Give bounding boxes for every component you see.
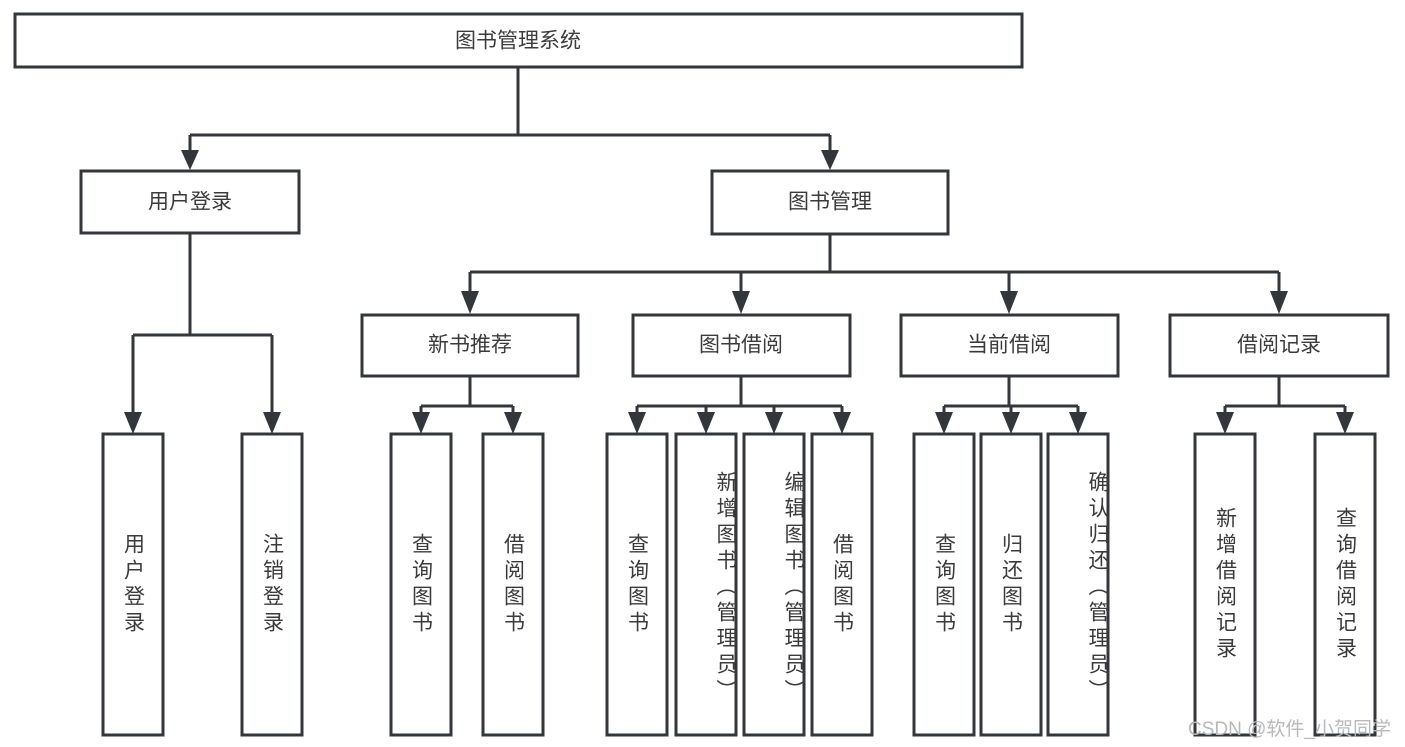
connector-group-book-management-to-level3 <box>461 234 1288 314</box>
node-book-management-label: 图书管理 <box>788 191 872 214</box>
arrow-leaf-confirm-return <box>1069 412 1087 434</box>
arrow-to-new-book-recommend <box>461 291 479 314</box>
arrow-to-current-borrow <box>1000 291 1018 314</box>
node-leaf-query-book-2[interactable] <box>605 432 669 737</box>
node-leaf-user-logout[interactable] <box>240 432 304 737</box>
arrow-leaf-edit-book <box>765 412 783 434</box>
node-leaf-user-login[interactable] <box>101 432 165 737</box>
node-leaf-add-record[interactable] <box>1193 432 1257 737</box>
connector-group-book-borrow-to-leaves <box>628 376 851 434</box>
node-borrow-record[interactable] <box>1168 313 1390 378</box>
node-new-book-recommend[interactable] <box>360 313 580 378</box>
connector-group-new-book-recommend-to-leaves <box>412 376 522 434</box>
arrow-leaf-user-logout <box>263 412 281 434</box>
node-borrow-record-label: 借阅记录 <box>1237 334 1321 357</box>
node-book-borrow[interactable] <box>631 313 852 378</box>
node-current-borrow-label: 当前借阅 <box>967 334 1051 357</box>
arrow-leaf-add-book <box>697 412 715 434</box>
connector-group-user-login-to-leaves <box>124 233 281 434</box>
arrow-to-book-borrow <box>732 291 750 314</box>
arrow-to-user-login <box>181 150 199 170</box>
arrow-leaf-return-book <box>1002 412 1020 434</box>
arrow-leaf-query-book-3 <box>935 412 953 434</box>
node-leaf-add-book[interactable] <box>674 432 738 737</box>
arrow-leaf-query-book-2 <box>628 412 646 434</box>
arrow-leaf-query-record <box>1336 412 1354 434</box>
node-leaf-edit-book[interactable] <box>742 432 806 737</box>
node-leaf-confirm-return[interactable] <box>1046 432 1110 737</box>
node-book-borrow-label: 图书借阅 <box>699 334 783 357</box>
node-root[interactable] <box>13 12 1024 69</box>
arrow-to-book-management <box>821 150 839 170</box>
node-current-borrow[interactable] <box>899 313 1120 378</box>
arrow-leaf-borrow-book-2 <box>833 412 851 434</box>
csdn-watermark: CSDN @软件_小贺同学 <box>1188 719 1391 740</box>
node-leaf-borrow-book-2[interactable] <box>810 432 874 737</box>
node-leaf-query-book-1[interactable] <box>389 432 453 737</box>
node-user-login[interactable] <box>79 169 301 235</box>
arrow-leaf-add-record <box>1216 412 1234 434</box>
node-book-management[interactable] <box>710 169 950 236</box>
node-new-book-recommend-label: 新书推荐 <box>428 334 512 357</box>
node-leaf-query-book-3[interactable] <box>912 432 976 737</box>
arrow-leaf-user-login <box>124 412 142 434</box>
connector-group-borrow-record-to-leaves <box>1216 376 1354 434</box>
arrow-leaf-borrow-book-1 <box>504 412 522 434</box>
arrow-to-borrow-record <box>1270 291 1288 314</box>
arrow-leaf-query-book-1 <box>412 412 430 434</box>
node-leaf-borrow-book-1[interactable] <box>481 432 545 737</box>
node-root-label: 图书管理系统 <box>455 30 581 53</box>
node-leaf-return-book[interactable] <box>979 432 1043 737</box>
connector-group-root-to-level2 <box>181 68 839 170</box>
node-leaf-query-record[interactable] <box>1313 432 1377 737</box>
node-user-login-label: 用户登录 <box>148 191 232 214</box>
connector-group-current-borrow-to-leaves <box>935 376 1087 434</box>
